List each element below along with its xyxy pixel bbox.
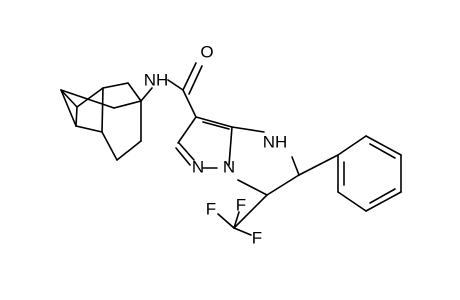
fluorine-top-right-label: F — [236, 195, 246, 214]
bond — [177, 116, 197, 144]
bond — [60, 89, 115, 109]
bond — [102, 82, 129, 89]
fluorine-top-left-label: F — [206, 199, 216, 218]
phenyl-ring — [298, 135, 402, 212]
trifluoromethyl-group — [217, 194, 268, 236]
bond — [188, 65, 203, 95]
bond — [337, 191, 367, 212]
bond — [167, 79, 184, 91]
bond — [266, 174, 300, 196]
bond — [369, 188, 396, 204]
bond — [217, 213, 235, 229]
amide-nh-label: NH — [144, 70, 169, 89]
bond — [60, 89, 78, 108]
bond — [113, 100, 142, 109]
bond — [291, 156, 300, 176]
bond — [127, 82, 142, 102]
bond — [60, 89, 77, 127]
bond — [75, 106, 78, 127]
adamantane-group — [60, 82, 142, 161]
bond — [101, 87, 104, 133]
bond — [337, 135, 367, 156]
bond — [365, 191, 402, 212]
bond — [228, 126, 233, 166]
bond — [231, 126, 265, 133]
fluorine-bottom-label: F — [252, 228, 262, 247]
bond — [182, 89, 197, 118]
bond — [233, 194, 268, 229]
ring-nh-label: NH — [263, 132, 288, 151]
bond — [175, 147, 191, 166]
bond — [233, 227, 252, 236]
bond — [75, 125, 103, 133]
bond — [178, 142, 195, 161]
bond — [233, 211, 240, 229]
pyrazole-ring — [175, 116, 233, 169]
bond — [365, 135, 402, 156]
bond — [116, 140, 142, 161]
bond — [76, 87, 104, 108]
bond — [195, 116, 233, 128]
bridge-n-label: N — [223, 157, 235, 176]
amide-group — [140, 62, 203, 118]
pyrazole-n-label: N — [192, 157, 204, 176]
bond — [202, 121, 230, 130]
bond — [140, 87, 153, 102]
pyrimidine-ring — [231, 126, 300, 196]
bond — [237, 179, 268, 196]
carbonyl-oxygen-label: O — [200, 42, 213, 61]
bond — [369, 143, 396, 159]
bond — [182, 62, 197, 91]
bond — [101, 131, 118, 161]
bond — [298, 154, 339, 176]
